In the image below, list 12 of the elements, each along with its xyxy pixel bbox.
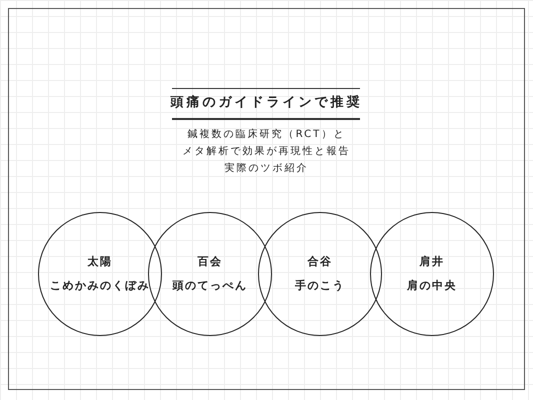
description-text: メタ解析で効果が再現性と報告 [182,144,350,159]
point-location: 頭のてっぺん [172,279,248,293]
description-text: 実際のツボ紹介 [224,162,308,176]
point-name: 太陽 [88,255,112,269]
point-name: 肩井 [420,255,444,269]
point-location: 肩の中央 [407,279,457,293]
description-text: 鍼複数の臨床研究（RCT）と [188,128,346,142]
point-name: 合谷 [308,255,332,269]
point-location: こめかみのくぼみ [50,279,150,293]
title: 頭痛のガイドラインで推奨 [169,94,364,112]
point-name: 百会 [198,255,222,269]
point-location: 手のこう [295,279,345,293]
